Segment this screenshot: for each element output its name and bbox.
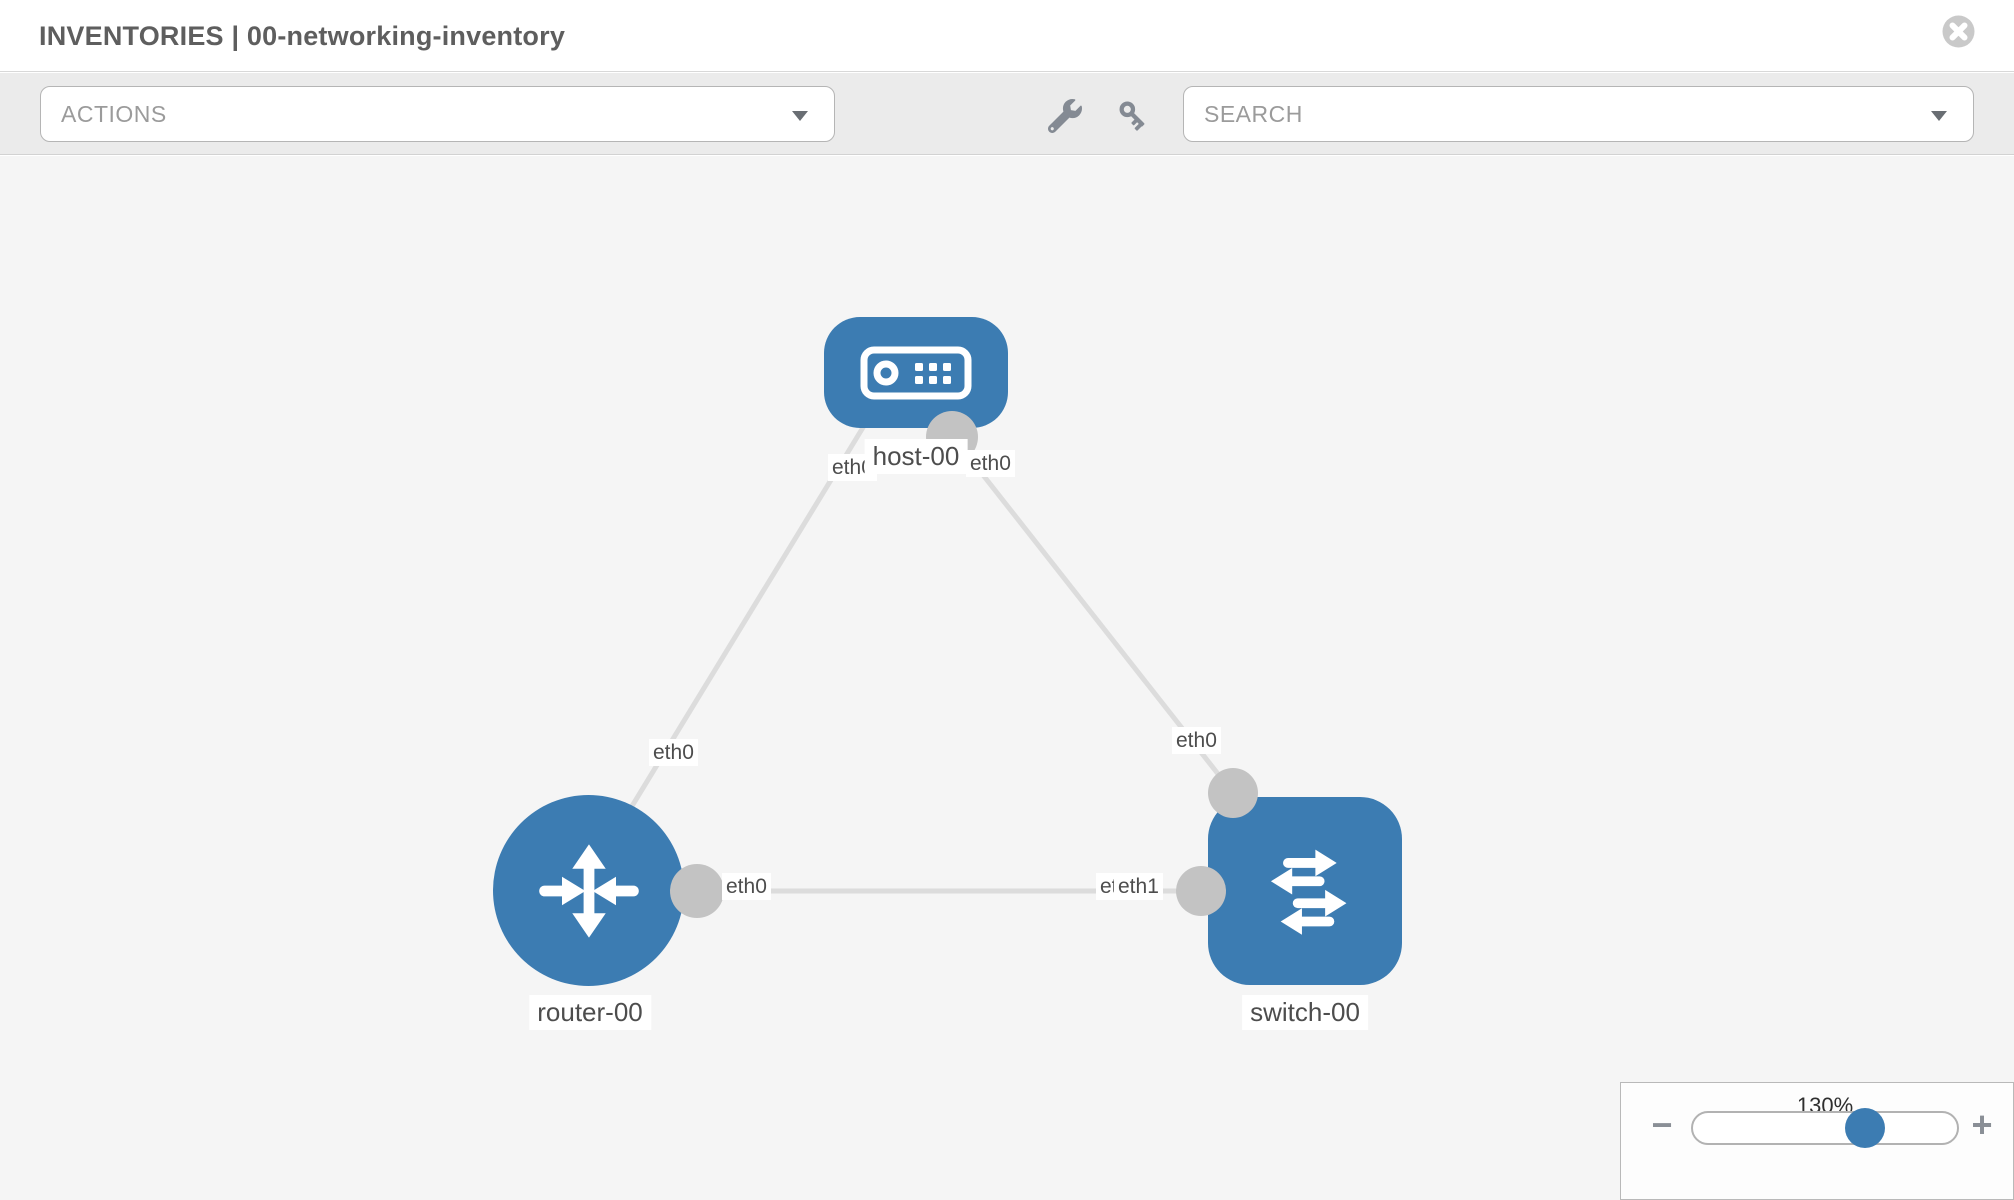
node-host-00[interactable] — [824, 317, 1008, 428]
port-router-right — [670, 864, 724, 918]
topology-canvas[interactable]: eth0 eth0 eth0 eth0 eth0 eth0 eth1 host-… — [0, 156, 2014, 1200]
host-icon — [860, 346, 972, 399]
chevron-down-icon — [792, 111, 808, 121]
topology-links — [615, 414, 1235, 894]
zoom-slider[interactable] — [1691, 1108, 1959, 1148]
interface-label-host-eth0-right: eth0 — [966, 450, 1015, 477]
chevron-down-icon — [1931, 111, 1947, 121]
port-switch-left — [1176, 866, 1226, 916]
node-label-router-00: router-00 — [529, 995, 651, 1030]
zoom-in-button[interactable]: + — [1971, 1104, 1993, 1145]
zoom-control-panel: 130% − + — [1620, 1082, 2014, 1200]
port-switch-topleft — [1208, 768, 1258, 818]
search-dropdown-label: SEARCH — [1204, 101, 1303, 127]
interface-label-switch-eth1: eth1 — [1114, 873, 1163, 900]
node-router-00[interactable] — [493, 795, 684, 986]
actions-dropdown[interactable]: ACTIONS — [40, 86, 835, 142]
node-label-switch-00: switch-00 — [1242, 995, 1368, 1030]
toolbar: ACTIONS SEARCH — [0, 73, 2014, 155]
interface-label-router-eth0-right: eth0 — [722, 873, 771, 900]
interface-label-router-eth0-top: eth0 — [649, 739, 698, 766]
zoom-out-button[interactable]: − — [1651, 1104, 1673, 1145]
search-dropdown[interactable]: SEARCH — [1183, 86, 1974, 142]
key-icon[interactable] — [1117, 99, 1151, 133]
switch-icon — [1270, 849, 1347, 935]
router-icon — [538, 843, 639, 938]
close-button[interactable] — [1942, 15, 1975, 48]
close-icon — [1942, 15, 1975, 48]
page-title: INVENTORIES | 00-networking-inventory — [39, 21, 566, 51]
node-label-host-00: host-00 — [864, 439, 968, 474]
wrench-icon[interactable] — [1047, 99, 1082, 134]
title-bar: INVENTORIES | 00-networking-inventory — [0, 0, 2014, 72]
interface-label-switch-eth0-top: eth0 — [1172, 727, 1221, 754]
node-switch-00[interactable] — [1208, 797, 1402, 985]
actions-dropdown-label: ACTIONS — [61, 101, 167, 127]
zoom-slider-handle[interactable] — [1845, 1108, 1885, 1148]
